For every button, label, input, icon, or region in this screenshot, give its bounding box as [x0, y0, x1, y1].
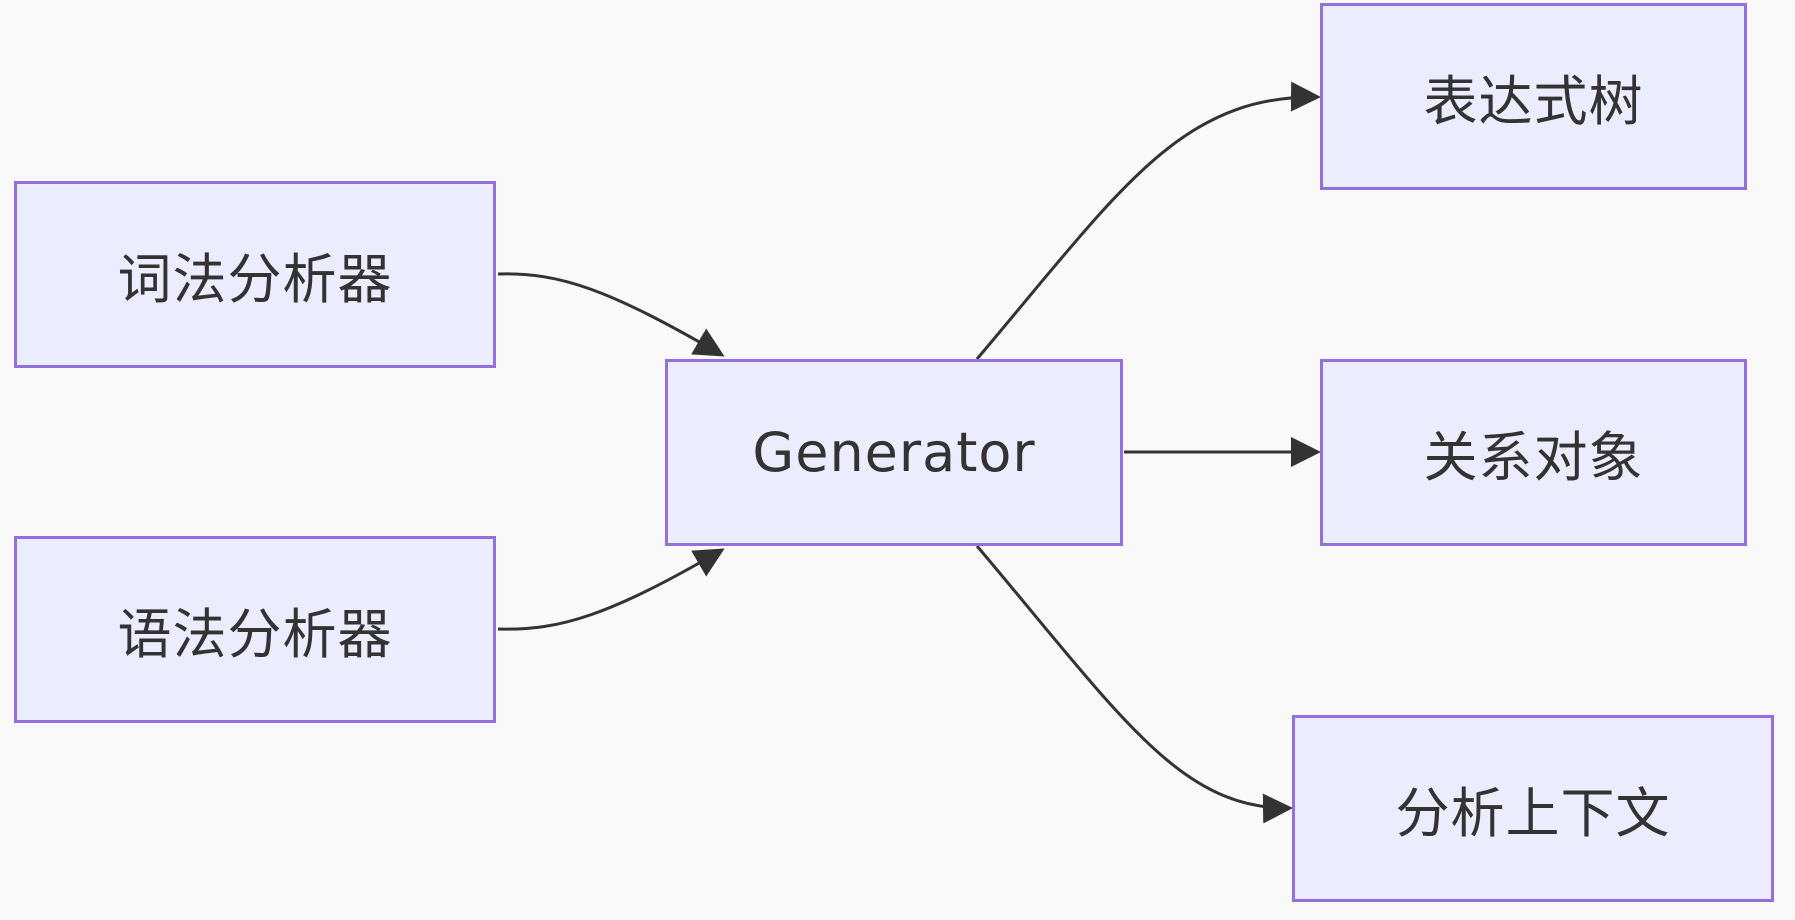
node-analysis-context: 分析上下文	[1292, 715, 1774, 902]
node-relation-object-label: 关系对象	[1423, 426, 1644, 489]
node-lexer: 词法分析器	[14, 181, 496, 368]
node-analysis-context-label: 分析上下文	[1395, 782, 1671, 845]
node-parser: 语法分析器	[14, 536, 496, 723]
node-generator-label: Generator	[752, 421, 1036, 484]
edge-parser-to-generator	[497, 548, 725, 631]
node-relation-object: 关系对象	[1320, 359, 1747, 546]
edge-lexer-to-generator	[497, 272, 725, 357]
edge-generator-to-analysis-context	[975, 545, 1293, 824]
node-parser-label: 语法分析器	[117, 603, 393, 666]
node-expression-tree: 表达式树	[1320, 3, 1747, 190]
edge-generator-to-expression-tree	[975, 81, 1321, 360]
node-lexer-label: 词法分析器	[117, 248, 393, 311]
node-generator: Generator	[665, 359, 1123, 546]
node-expression-tree-label: 表达式树	[1423, 70, 1644, 133]
